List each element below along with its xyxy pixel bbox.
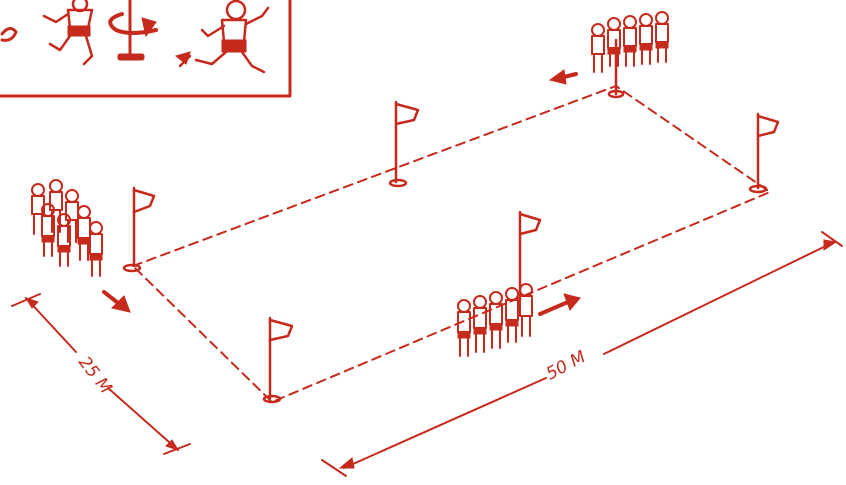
direction-arrow-icon: [538, 293, 581, 316]
flag-marker: [122, 186, 156, 273]
flag-marker: [748, 112, 780, 194]
width-dimension: 25 M: [11, 293, 191, 455]
flag-marker: [262, 316, 294, 404]
flag-pole-inset: [117, 0, 145, 61]
direction-arrow-icon: [102, 290, 131, 313]
turn-around-arrow-icon: [108, 12, 158, 38]
runner-figure: [42, 0, 94, 66]
inset-panel: [0, 0, 292, 98]
flag-marker: [518, 210, 542, 302]
length-label: 50 M: [543, 347, 590, 384]
players-group-left: [31, 179, 103, 277]
runner-figure-2: [174, 0, 270, 74]
direction-arrow-icon: [548, 69, 578, 85]
players-group-top-right: [591, 11, 669, 73]
width-label: 25 M: [74, 353, 116, 398]
length-dimension: 50 M: [321, 231, 843, 477]
runner-figure-left: [0, 27, 18, 42]
dashed-course-outline: [132, 85, 771, 403]
players-group-bottom-right: [457, 283, 533, 357]
flag-marker: [388, 100, 420, 188]
